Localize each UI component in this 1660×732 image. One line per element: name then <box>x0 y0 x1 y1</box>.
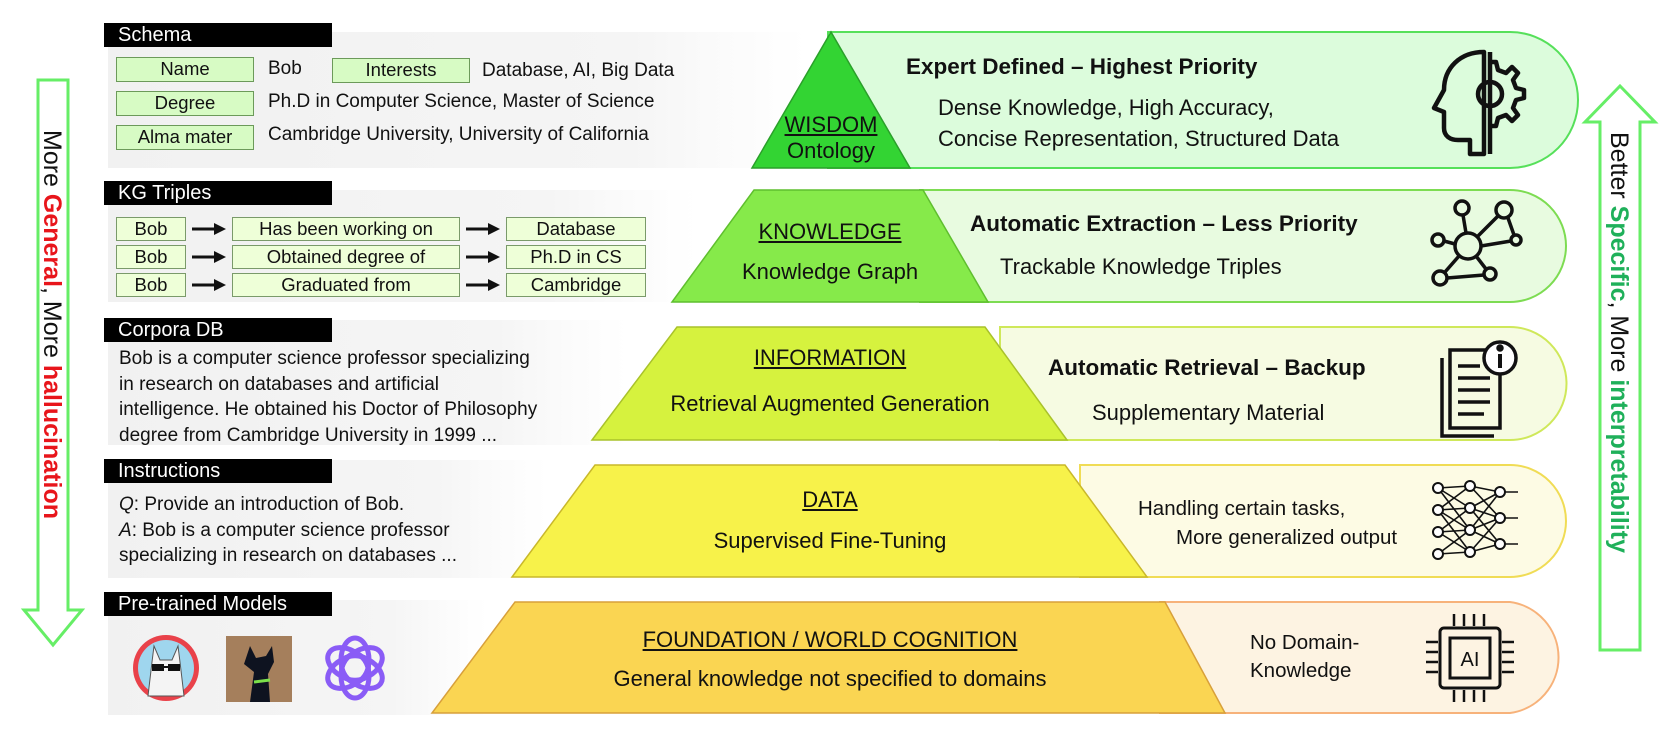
band-wisdom <box>827 31 1579 169</box>
openai-logo-icon <box>325 635 385 701</box>
kg-object: Database <box>506 217 646 241</box>
kg-relation: Graduated from <box>232 273 460 297</box>
general-arrow-icon <box>20 78 86 648</box>
kg-relation: Has been working on <box>232 217 460 241</box>
brain-gear-icon <box>1431 49 1527 157</box>
right-arrow-icon <box>466 279 500 291</box>
layer-knowledge-title: KNOWLEDGE <box>758 219 902 244</box>
instructions-text: Q: Provide an introduction of Bob. A: Bo… <box>119 492 549 569</box>
instruction-answer-cont: specializing in research on databases ..… <box>119 545 457 566</box>
llama-avatar-icon <box>133 635 199 701</box>
ai-chip-icon: AI <box>1426 614 1514 702</box>
specific-arrow-icon <box>1581 83 1659 652</box>
kg-subject: Bob <box>116 273 186 297</box>
right-arrow-icon <box>192 223 226 235</box>
schema-value-degree: Ph.D in Computer Science, Master of Scie… <box>268 91 655 112</box>
neural-network-icon <box>1432 480 1518 560</box>
layer-wisdom-subtitle: Ontology <box>786 138 876 163</box>
right-arrow-label: Better Specific, More interpretability <box>1605 132 1633 553</box>
layer-foundation-subtitle: General knowledge not specified to domai… <box>613 666 1047 691</box>
document-info-icon <box>1440 340 1518 438</box>
schema-label-name: Name <box>116 57 254 82</box>
instruction-question: Q: Provide an introduction of Bob. <box>119 494 405 515</box>
band-foundation <box>1159 601 1560 714</box>
schema-value-interests: Database, AI, Big Data <box>482 60 675 81</box>
kg-object: Cambridge <box>506 273 646 297</box>
kg-relation: Obtained degree of <box>232 245 460 269</box>
band-information-line: Supplementary Material <box>1092 400 1325 425</box>
svg-text:AI: AI <box>1461 649 1480 671</box>
instruction-answer: A: Bob is a computer science professor <box>119 519 450 541</box>
pretrained-models-header: Pre-trained Models <box>104 592 332 616</box>
band-knowledge <box>919 189 1567 303</box>
layer-data <box>510 464 1149 578</box>
band-foundation-line: Knowledge <box>1250 659 1352 682</box>
corpora-line: intelligence. He obtained his Doctor of … <box>119 399 538 420</box>
kg-triples-header: KG Triples <box>104 181 332 205</box>
corpora-db-header: Corpora DB <box>104 318 332 342</box>
kg-subject: Bob <box>116 217 186 241</box>
corpora-line: Bob is a computer science professor spec… <box>119 348 530 369</box>
layer-information-subtitle: Retrieval Augmented Generation <box>670 391 990 416</box>
schema-label-interests: Interests <box>332 58 470 83</box>
left-arrow-label: More General, More hallucination <box>38 130 66 519</box>
corpora-line: degree from Cambridge University in 1999… <box>119 424 498 446</box>
band-foundation-line: No Domain- <box>1250 631 1360 654</box>
right-arrow-icon <box>192 251 226 263</box>
alpaca-avatar-icon <box>226 636 292 702</box>
kg-object: Ph.D in CS <box>506 245 646 269</box>
band-wisdom-line: Dense Knowledge, High Accuracy, <box>938 95 1274 120</box>
band-wisdom-line: Concise Representation, Structured Data <box>938 126 1340 151</box>
band-knowledge-heading: Automatic Extraction – Less Priority <box>970 211 1358 236</box>
layer-wisdom <box>750 30 912 169</box>
band-information-heading: Automatic Retrieval – Backup <box>1048 355 1366 380</box>
right-arrow-icon <box>466 251 500 263</box>
corpora-text: Bob is a computer science professor spec… <box>119 346 619 448</box>
schema-value-alma-mater: Cambridge University, University of Cali… <box>268 124 649 145</box>
schema-label-alma-mater: Alma mater <box>116 125 254 150</box>
instructions-header: Instructions <box>104 459 332 483</box>
layer-information-title: INFORMATION <box>753 345 907 370</box>
band-data-line: More generalized output <box>1176 526 1398 549</box>
layer-data-subtitle: Supervised Fine-Tuning <box>713 528 947 553</box>
schema-header: Schema <box>104 23 332 47</box>
corpora-line: in research on databases and artificial <box>119 373 440 395</box>
layer-information <box>590 326 1069 441</box>
right-arrow-icon <box>466 223 500 235</box>
layer-wisdom-title: WISDOM <box>784 112 878 137</box>
band-data-line: Handling certain tasks, <box>1138 497 1346 520</box>
schema-value-name: Bob <box>268 58 302 79</box>
layer-foundation-title: FOUNDATION / WORLD COGNITION <box>642 627 1018 652</box>
layer-knowledge-subtitle: Knowledge Graph <box>741 259 919 284</box>
layer-knowledge <box>670 189 990 303</box>
right-arrow-icon <box>192 279 226 291</box>
band-information <box>999 326 1568 441</box>
kg-subject: Bob <box>116 245 186 269</box>
band-knowledge-line: Trackable Knowledge Triples <box>1000 254 1282 279</box>
network-graph-icon <box>1430 199 1523 287</box>
layer-foundation <box>430 601 1227 714</box>
schema-label-degree: Degree <box>116 91 254 116</box>
layer-data-title: DATA <box>802 487 858 512</box>
band-wisdom-heading: Expert Defined – Highest Priority <box>906 54 1258 79</box>
